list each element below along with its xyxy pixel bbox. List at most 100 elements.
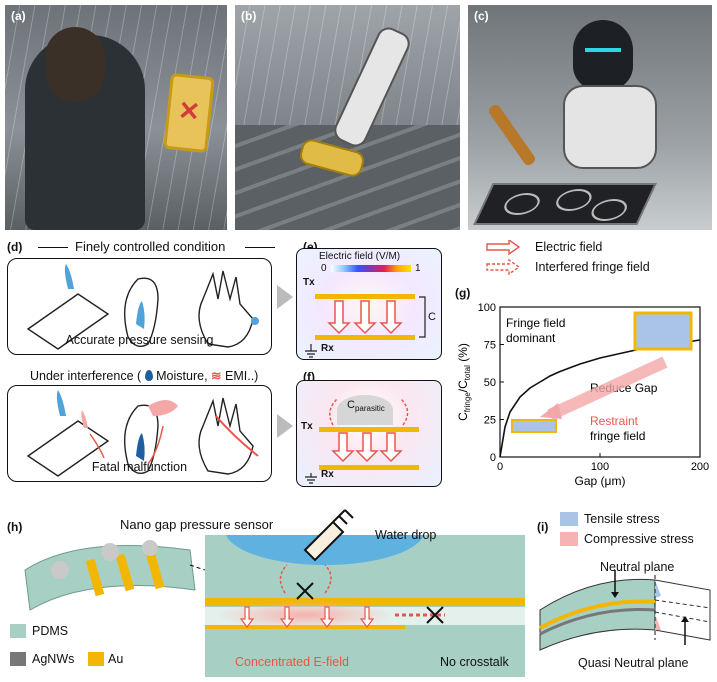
rx-electrode-f	[319, 465, 419, 470]
compressive-swatch	[560, 532, 578, 546]
x-tick-label: 100	[591, 461, 609, 473]
rx-label: Rx	[321, 343, 334, 354]
y-tick-label: 75	[484, 340, 496, 352]
tx-electrode-f	[319, 427, 419, 432]
spatula	[487, 102, 537, 168]
colorbar-max: 1	[415, 263, 421, 274]
annotation-top: Fringe field	[506, 316, 565, 330]
water-drop-label: Water drop	[375, 528, 437, 542]
bending-diagram	[539, 570, 711, 651]
emi-icon: ≋	[211, 369, 222, 383]
fault-arrow-1	[89, 433, 105, 459]
illustration-b: (b)	[235, 5, 460, 230]
efield-arrows-f	[305, 398, 409, 484]
panel-label-h: (h)	[7, 520, 23, 534]
finger-press-icon	[56, 390, 66, 416]
induction-stove	[473, 183, 657, 225]
colorbar	[331, 265, 411, 272]
reduce-gap-arrow	[547, 356, 668, 421]
panel-d2-caption: Fatal malfunction	[91, 460, 188, 474]
y-tick-label: 100	[478, 302, 496, 314]
x-tick-label: 200	[691, 461, 709, 473]
foot-icon	[123, 277, 159, 347]
foot-icon	[123, 404, 159, 474]
cross-section-arrows	[239, 564, 445, 628]
sensor-film-sketch	[24, 540, 210, 611]
annotation-bottom: fringe field	[590, 429, 645, 443]
concentrated-label: Concentrated E-field	[235, 655, 349, 669]
inset-small-gap	[511, 419, 557, 433]
x-tick-label: 0	[497, 461, 503, 473]
phone-icon: ✕	[163, 72, 215, 154]
electric-field-legend-icon	[486, 240, 521, 256]
tensile-label: Tensile stress	[584, 512, 660, 526]
fingertip-dot	[251, 317, 259, 325]
panel-label-c: (c)	[474, 9, 489, 23]
rx-electrode	[315, 335, 415, 340]
panel-label-b: (b)	[241, 9, 257, 23]
foot-press-icon	[136, 301, 145, 329]
efield-title: Electric field (V/M)	[319, 251, 401, 262]
fault-arrow-2	[147, 425, 164, 465]
au-swatch	[88, 652, 104, 666]
syringe-icon	[303, 509, 354, 562]
tx-label: Tx	[303, 277, 315, 288]
no-crosstalk-label: No crosstalk	[440, 655, 509, 669]
x-axis-label: Gap (μm)	[575, 474, 626, 488]
panel-d-box: Accurate pressure sensing	[7, 258, 272, 355]
y-tick-label: 0	[490, 452, 496, 464]
panel-d2-sketch	[26, 390, 259, 477]
inset-large-gap	[633, 311, 693, 351]
panel-d-title: Finely controlled condition	[75, 239, 226, 254]
y-tick-label: 50	[484, 377, 496, 389]
robot-body	[563, 85, 657, 169]
agnws-label: AgNWs	[32, 652, 75, 666]
pdms-swatch	[10, 624, 26, 638]
panel-d2-title: Under interference ( Moisture, ≋ EMI..)	[30, 368, 258, 383]
agnws-swatch	[10, 652, 26, 666]
cparasitic-label: Cparasitic	[347, 399, 385, 413]
hand-icon	[198, 270, 254, 348]
efield-panel-f: Cparasitic Tx Rx	[296, 380, 442, 487]
legend-electric-field: Electric field	[535, 240, 603, 254]
rx-label-f: Rx	[321, 469, 334, 480]
legend-interfered-fringe: Interfered fringe field	[535, 260, 650, 274]
efield-panel-e: Electric field (V/M) 0 1 Tx C Rx	[296, 248, 442, 360]
moisture-on-foot-icon	[136, 433, 145, 461]
panel-d2-box: Fatal malfunction	[7, 385, 272, 482]
moisture-label: Moisture,	[156, 369, 208, 383]
moisture-drop-icon	[144, 370, 153, 381]
emi-on-foot-icon	[148, 400, 178, 416]
legend-arrows	[486, 240, 521, 276]
y-tick-label: 25	[484, 415, 496, 427]
panel-label-i: (i)	[537, 520, 549, 534]
sensor-pad-icon	[26, 293, 110, 350]
title-rule-left	[38, 247, 68, 248]
quasi-label: Quasi Neutral plane	[578, 656, 689, 670]
person-head	[45, 27, 105, 102]
panel-label-g: (g)	[455, 286, 471, 300]
annotation-top2: dominant	[506, 331, 556, 345]
panel-label-d: (d)	[7, 240, 23, 254]
cross-section	[205, 535, 525, 677]
fault-arrow-3	[215, 415, 259, 457]
hand-icon	[198, 397, 254, 475]
neutral-label: Neutral plane	[600, 560, 675, 574]
water-dome	[337, 395, 393, 425]
emi-label: EMI..)	[225, 369, 259, 383]
fringe-field-legend-icon	[486, 258, 521, 276]
title-rule-right	[245, 247, 275, 248]
pdms-label: PDMS	[32, 624, 69, 638]
panel-label-a: (a)	[11, 9, 26, 23]
panel-d-sketch	[26, 264, 259, 350]
sensor-pad-icon	[26, 420, 110, 477]
tensile-swatch	[560, 512, 578, 526]
y-axis-label: Cfringe/Ctotal (%)	[456, 343, 472, 421]
robot-head	[573, 20, 633, 90]
compressive-label: Compressive stress	[584, 532, 694, 546]
tx-label-f: Tx	[301, 421, 313, 432]
interference-drop-icon	[81, 410, 88, 428]
annotation-bottom-red: Restraint	[590, 414, 639, 428]
cparasitic-main: C	[347, 399, 355, 411]
